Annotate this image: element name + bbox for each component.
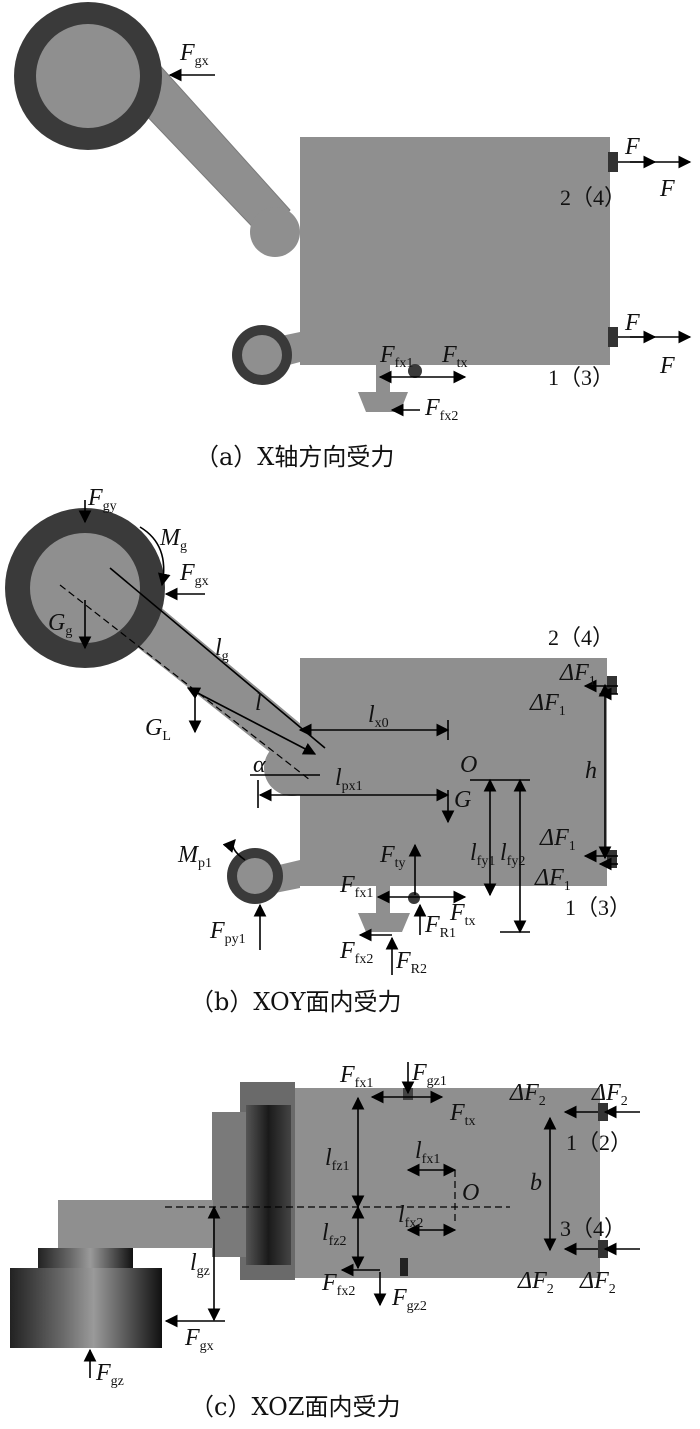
label-lfz1: lfz1 (325, 1145, 350, 1174)
caption-a: （a）X轴方向受力 (195, 443, 394, 471)
thruster-bot (607, 850, 617, 868)
label-df1-d: ΔF1 (534, 865, 571, 894)
label-port-bot: 1（3） (548, 365, 614, 390)
foot-pad (408, 892, 420, 904)
label-b: b (530, 1170, 542, 1196)
label-lgz: lgz (190, 1250, 210, 1279)
foot (358, 913, 410, 932)
label-fgz1: Fgz1 (411, 1060, 447, 1089)
label-port-top: 2（4） (560, 185, 626, 210)
label-df2-c: ΔF2 (517, 1268, 554, 1297)
label-ftx: Ftx (449, 900, 476, 929)
panel-b: Fgy Mg Fgx Gg lg l GL α lx0 lpx1 O G h 2… (5, 485, 631, 1016)
label-ffx2: Ffx2 (424, 395, 458, 424)
thruster-top (598, 1103, 608, 1121)
arrow-mp1 (222, 839, 246, 861)
label-df1-a: ΔF1 (559, 660, 596, 689)
thruster-bot (608, 327, 618, 347)
caption-c: （c）XOZ面内受力 (190, 1393, 400, 1421)
label-l: l (255, 690, 262, 716)
label-fty: Fty (379, 842, 406, 871)
label-fr2: FR2 (395, 948, 427, 977)
wheel-hub (30, 533, 140, 643)
label-fgz: Fgz (95, 1360, 124, 1389)
label-port-top: 1（2） (566, 1130, 632, 1155)
label-port-bot: 1（3） (565, 895, 631, 920)
label-gl: GL (145, 715, 171, 744)
arm (58, 1200, 213, 1248)
label-df1-c: ΔF1 (539, 825, 576, 854)
label-f-top: F (624, 134, 640, 160)
label-mg: Mg (159, 525, 187, 554)
roller (246, 1105, 291, 1265)
wheel-hub (36, 24, 140, 128)
arrow-mg (139, 526, 171, 587)
label-fgx: Fgx (179, 560, 209, 589)
panel-c: Ffx1 Fgz1 Ftx ΔF2 ΔF2 ΔF2 ΔF2 1（2） 3（4） … (10, 1060, 640, 1421)
label-df2-d: ΔF2 (579, 1268, 616, 1297)
label-gg: Gg (48, 610, 72, 639)
thruster-top (607, 676, 617, 694)
label-lfy1: lfy1 (470, 840, 495, 869)
arm-centerline (59, 584, 311, 781)
body (288, 1088, 600, 1278)
thruster-bot (598, 1240, 608, 1258)
label-lx0: lx0 (368, 702, 389, 731)
foot-pad (400, 1258, 408, 1276)
body (300, 137, 610, 365)
joint (250, 207, 300, 257)
label-lg: lg (215, 635, 229, 664)
label-port-top: 2（4） (548, 625, 614, 650)
caption-b: （b）XOY面内受力 (190, 988, 402, 1016)
label-port-bot: 3（4） (560, 1216, 626, 1241)
panel-a: Fgx F F F F 2（4） 1（3） Ffx1 Ftx Ffx2 （a）X… (14, 2, 692, 471)
label-lfx2: lfx2 (398, 1202, 423, 1231)
label-lpx1: lpx1 (335, 765, 363, 794)
label-o: O (462, 1180, 479, 1206)
thruster-top (608, 152, 618, 172)
foot (358, 392, 408, 412)
label-fgx: Fgx (179, 40, 209, 69)
label-ffx1: Ffx1 (339, 1062, 373, 1091)
foot-stem (376, 886, 390, 914)
label-fr1: FR1 (424, 912, 456, 941)
body (300, 658, 607, 886)
label-f-bot-out: F (659, 353, 675, 379)
label-df2-b: ΔF2 (591, 1080, 628, 1109)
label-fgz2: Fgz2 (391, 1285, 427, 1314)
label-o: O (460, 752, 477, 778)
label-f-bot: F (624, 310, 640, 336)
label-mp1: Mp1 (177, 842, 212, 871)
label-fgy: Fgy (87, 485, 117, 514)
label-alpha: α (253, 752, 266, 778)
roller-side (212, 1112, 247, 1257)
rear-wheel-hub (237, 858, 273, 894)
label-df1-b: ΔF1 (529, 690, 566, 719)
label-ftx: Ftx (449, 1100, 476, 1129)
wheel (10, 1268, 162, 1348)
label-lfx1: lfx1 (415, 1138, 440, 1167)
label-lfz2: lfz2 (322, 1220, 347, 1249)
label-lfy2: lfy2 (500, 840, 525, 869)
label-ffx1: Ffx1 (379, 342, 413, 371)
foot-pad (408, 364, 422, 378)
label-df2-a: ΔF2 (509, 1080, 546, 1109)
label-f-top-out: F (659, 176, 675, 202)
foot-stem (376, 365, 390, 393)
l-dim (186, 687, 317, 755)
label-ffx2: Ffx2 (321, 1270, 355, 1299)
label-ffx1: Ffx1 (339, 872, 373, 901)
label-ffx2: Ffx2 (339, 938, 373, 967)
label-g: G (454, 787, 471, 813)
rear-wheel-hub (242, 335, 282, 375)
wheel-cap (38, 1248, 133, 1270)
label-h: h (585, 758, 597, 784)
label-ftx: Ftx (441, 342, 468, 371)
label-fgx: Fgx (184, 1325, 214, 1354)
label-fpy1: Fpy1 (209, 918, 246, 947)
